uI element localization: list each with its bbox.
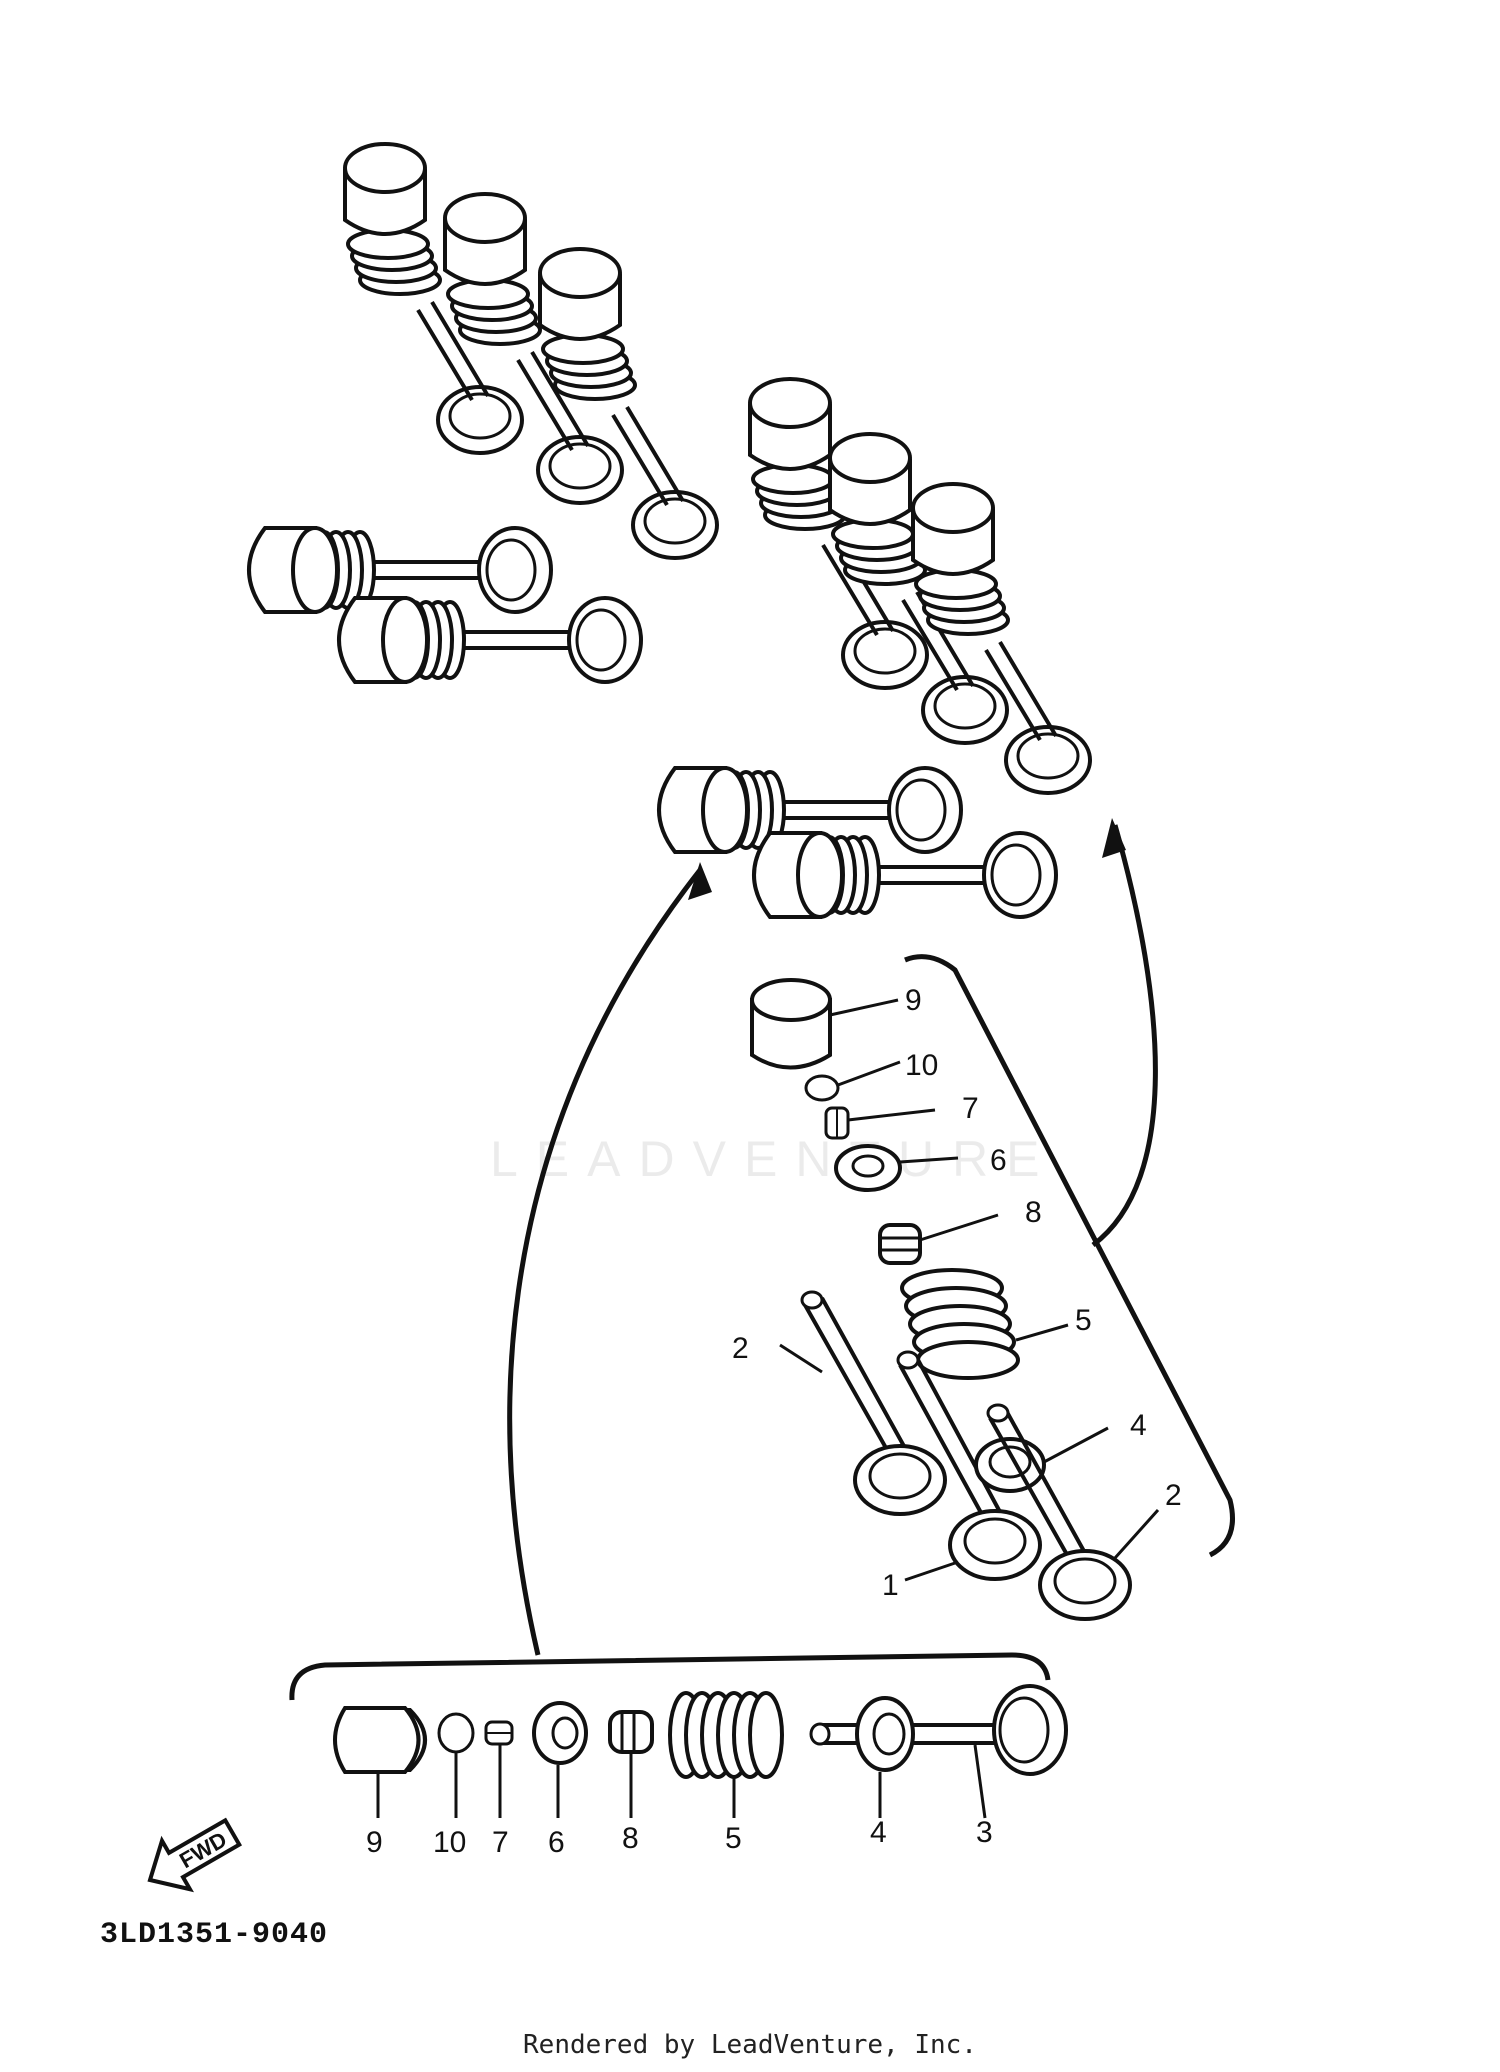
callout-6-diagonal: 6 (990, 1144, 1007, 1177)
callout-6-row: 6 (548, 1826, 565, 1859)
part-1-valve-middle (896, 1350, 1042, 1581)
part-2-valve-left (800, 1290, 947, 1516)
callouts-row: 9 10 7 6 8 5 4 3 (366, 1816, 993, 1859)
callout-1-diagonal: 1 (882, 1569, 899, 1602)
callout-2-diagonal-right: 2 (1165, 1479, 1182, 1512)
fwd-arrow-icon: FWD (147, 1817, 243, 1893)
valve-group-middle-horizontal (657, 766, 1058, 919)
valve-group-upper-left-vertical (343, 142, 719, 560)
callout-2-diagonal-left: 2 (732, 1332, 749, 1365)
part-8-seal-diagonal (878, 1223, 922, 1265)
part-7-cotter-diagonal (824, 1106, 850, 1140)
part-10-shim-row (437, 1712, 475, 1754)
callout-10-diagonal: 10 (905, 1049, 938, 1082)
callout-10-row: 10 (433, 1826, 466, 1859)
arrowhead-right (1102, 818, 1126, 858)
arrowhead-left (688, 862, 712, 900)
callout-4-diagonal: 4 (1130, 1409, 1147, 1442)
valve-group-upper-left-horizontal (247, 526, 643, 684)
part-6-retainer-row (532, 1701, 588, 1765)
part-9-lifter-diagonal (750, 978, 832, 1070)
callout-7-diagonal: 7 (962, 1092, 979, 1125)
callout-5-diagonal: 5 (1075, 1304, 1092, 1337)
callout-5-row: 5 (725, 1822, 742, 1855)
bracket-exploded-row (289, 1652, 1051, 1701)
callout-4-row: 4 (870, 1816, 887, 1849)
part-2-valve-right (986, 1403, 1132, 1621)
callout-7-row: 7 (492, 1826, 509, 1859)
part-10-shim-diagonal (804, 1074, 840, 1102)
part-6-retainer-diagonal (834, 1144, 902, 1192)
part-7-cotter-row (484, 1720, 514, 1746)
callout-9-diagonal: 9 (905, 984, 922, 1017)
diagram-code: 3LD1351-9040 (100, 1918, 329, 1952)
part-8-seal-row (608, 1710, 654, 1754)
exploded-row-horizontal (333, 1684, 1068, 1779)
part-3-valve-row (809, 1684, 1068, 1776)
part-4-seat-diagonal (974, 1437, 1046, 1493)
part-5-spring-row (668, 1691, 784, 1779)
part-4-seat-row (855, 1696, 915, 1772)
callout-3-row: 3 (976, 1816, 993, 1849)
callouts-diagonal: 9 10 7 6 8 5 2 4 2 1 (732, 984, 1182, 1602)
footer-credit: Rendered by LeadVenture, Inc. (523, 2030, 977, 2060)
leader-lines-row (376, 1744, 987, 1819)
leader-lines-diagonal (779, 998, 1160, 1582)
arrow-curve-right (1091, 824, 1158, 1248)
arrow-curve-left (507, 868, 702, 1656)
callout-9-row: 9 (366, 1826, 383, 1859)
bracket-valve-assembly (904, 954, 1235, 1558)
callout-8-row: 8 (622, 1822, 639, 1855)
callout-8-diagonal: 8 (1025, 1196, 1042, 1229)
exploded-stack-diagonal (750, 978, 1132, 1621)
valve-group-upper-right-vertical (748, 377, 1092, 795)
part-9-lifter-row (333, 1706, 427, 1774)
